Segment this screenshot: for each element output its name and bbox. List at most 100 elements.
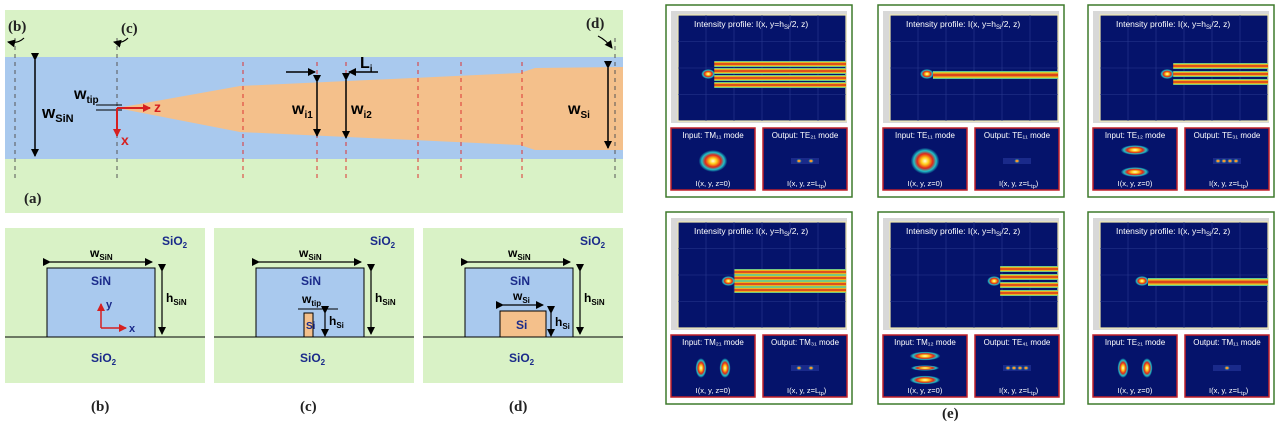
- mode-lobe: [808, 366, 814, 370]
- input-footer: I(x, y, z=0): [908, 386, 943, 395]
- sin-label-d: SiN: [510, 274, 530, 288]
- si-core-c: [303, 312, 314, 338]
- beam-lane: [1148, 278, 1268, 286]
- beam-lane: [1000, 282, 1058, 288]
- mode-lobe: [1011, 366, 1017, 370]
- x-axis-label: x: [121, 132, 129, 148]
- input-mode-label: Input: TM₂₁ mode: [682, 338, 744, 347]
- sio2-top-c: SiO2: [370, 234, 396, 250]
- input-footer: I(x, y, z=0): [696, 179, 731, 188]
- mode-lobe: [1221, 159, 1227, 163]
- profile-title: Intensity profile: I(x, y=hSi/2, z): [694, 19, 808, 31]
- si-label-d: Si: [516, 318, 527, 332]
- beam-lane: [1000, 274, 1058, 280]
- panel-e: Intensity profile: I(x, y=hSi/2, z) Input…: [665, 4, 1275, 405]
- w-tip-label-c: wtip: [301, 292, 321, 308]
- sim-panel: Intensity profile: I(x, y=hSi/2, z)Input…: [665, 211, 853, 405]
- cut-d-arrow: [597, 35, 613, 49]
- beam-lane: [1000, 266, 1058, 272]
- mode-lobe: [909, 351, 941, 361]
- input-mode-box: [1092, 334, 1178, 398]
- panel-c: SiO2 SiN wSiN hSiN wtip Si hSi SiO2 (c): [214, 228, 414, 415]
- mode-lobe: [796, 159, 802, 163]
- sim-panel: Intensity profile: I(x, y=hSi/2, z) Input…: [877, 211, 1065, 405]
- output-mode-label: Output: TM₃₁ mode: [771, 338, 840, 347]
- input-footer: I(x, y, z=0): [696, 386, 731, 395]
- x-axis-label-b: x: [129, 323, 136, 335]
- input-mode-label: Input: TM₁₂ mode: [894, 338, 956, 347]
- cut-c-label: (c): [121, 21, 138, 37]
- output-mode-label: Output: TE₁₁ mode: [984, 131, 1051, 140]
- beam-lane: [714, 68, 846, 74]
- beam-spot: [987, 276, 1002, 286]
- beam-lane: [734, 275, 846, 281]
- panel-a: (b) (c) (d) wSiN wtip z x wi1 wi2 Li wSi…: [5, 10, 623, 213]
- mode-lobe: [1215, 159, 1221, 163]
- w-sin-label-d: wSiN: [507, 246, 531, 262]
- input-mode-label: Input: TM₁₁ mode: [682, 131, 744, 140]
- output-footer: I(x, y, z=Ltp): [787, 179, 827, 190]
- mode-strip: [1003, 365, 1031, 371]
- mode-strip: [791, 365, 819, 371]
- input-footer: I(x, y, z=0): [1118, 179, 1153, 188]
- z-axis-label: z: [154, 99, 161, 115]
- output-mode-box: [974, 127, 1060, 191]
- w-i2-label: wi2: [350, 101, 372, 121]
- l-i-label: Li: [360, 55, 373, 75]
- panel-d-label: (d): [509, 399, 527, 415]
- sio2-bottom-b: SiO2: [91, 351, 117, 367]
- input-mode-label: Input: TE₁₂ mode: [1105, 131, 1166, 140]
- si-core-d: [499, 310, 547, 338]
- beam-lane: [1173, 71, 1268, 77]
- output-footer: I(x, y, z=Ltp): [787, 386, 827, 397]
- sio2-top-d: SiO2: [580, 234, 606, 250]
- profile-title: Intensity profile: I(x, y=hSi/2, z): [906, 226, 1020, 238]
- input-mode-label: Input: TE₂₁ mode: [1105, 338, 1166, 347]
- h-sin-label-b: hSiN: [166, 291, 187, 307]
- profile-title: Intensity profile: I(x, y=hSi/2, z): [1116, 226, 1230, 238]
- cut-b-label: (b): [8, 19, 26, 35]
- panel-e-label: (e): [942, 406, 959, 422]
- mode-lobe: [1233, 159, 1239, 163]
- sio2-bottom-d: SiO2: [509, 351, 535, 367]
- sin-label-b: SiN: [91, 274, 111, 288]
- sin-core-c: [255, 267, 365, 338]
- cut-c-arrow: [113, 37, 129, 48]
- sim-panel: Intensity profile: I(x, y=hSi/2, z) Input…: [665, 4, 853, 198]
- beam-lane: [714, 61, 846, 67]
- mode-lobe: [796, 366, 802, 370]
- h-si-label-d: hSi: [555, 315, 570, 331]
- panel-c-label: (c): [300, 399, 317, 415]
- beam-lane: [734, 281, 846, 287]
- beam-spot: [721, 276, 736, 286]
- sim-panel: Intensity profile: I(x, y=hSi/2, z) Input…: [1087, 211, 1275, 405]
- w-si-label: wSi: [567, 101, 590, 121]
- mode-lobe: [910, 147, 940, 175]
- cut-d-label: (d): [586, 16, 604, 32]
- mode-lobe: [1117, 358, 1129, 378]
- profile-title: Intensity profile: I(x, y=hSi/2, z): [1116, 19, 1230, 31]
- output-footer: I(x, y, z=Ltp): [1209, 386, 1249, 397]
- beam-spot: [1135, 276, 1149, 286]
- input-mode-label: Input: TE₁₁ mode: [895, 131, 956, 140]
- mode-lobe: [808, 159, 814, 163]
- beam-lane: [1173, 63, 1268, 69]
- h-sin-label-c: hSiN: [375, 291, 396, 307]
- si-label-c: Si: [306, 321, 316, 332]
- output-mode-label: Output: TE₄₁ mode: [984, 338, 1051, 347]
- mode-lobe: [1005, 366, 1011, 370]
- beam-lane: [714, 75, 846, 81]
- sio2-bottom-c: SiO2: [300, 351, 326, 367]
- panel-d: SiO2 SiN wSiN hSiN wSi Si hSi SiO2 (d): [423, 228, 623, 415]
- output-footer: I(x, y, z=Ltp): [999, 179, 1039, 190]
- w-i1-label: wi1: [291, 101, 313, 121]
- mode-lobe: [719, 358, 731, 378]
- mode-lobe: [698, 150, 728, 172]
- profile-title: Intensity profile: I(x, y=hSi/2, z): [906, 19, 1020, 31]
- output-footer: I(x, y, z=Ltp): [1209, 179, 1249, 190]
- w-si-label-d: wSi: [512, 289, 530, 305]
- mode-lobe: [1224, 366, 1230, 370]
- beam-lane: [734, 269, 846, 275]
- beam-spot: [919, 69, 934, 79]
- beam-spot: [701, 69, 716, 79]
